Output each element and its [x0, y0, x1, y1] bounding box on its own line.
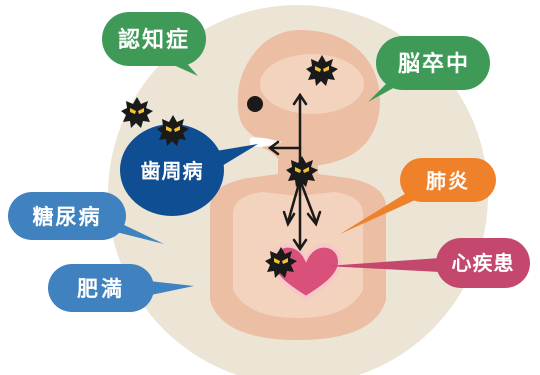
eye — [247, 96, 263, 112]
label-diabetes: 糖尿病 — [33, 205, 102, 229]
bubble-obesity: 肥満 — [48, 264, 194, 312]
label-heart-disease: 心疾患 — [452, 251, 515, 275]
arrow-icon — [267, 92, 322, 252]
label-dementia: 認知症 — [118, 27, 190, 53]
bubble-diabetes: 糖尿病 — [8, 192, 164, 244]
label-pneumonia: 肺炎 — [426, 169, 470, 193]
bubble-stroke: 脳卒中 — [368, 36, 490, 102]
label-stroke: 脳卒中 — [398, 51, 470, 77]
bubble-heart-disease: 心疾患 — [326, 238, 530, 288]
label-obesity: 肥満 — [77, 277, 125, 301]
bubble-pneumonia: 肺炎 — [340, 158, 496, 234]
bubble-periodontal: 歯周病 — [120, 124, 258, 216]
bubble-dementia: 認知症 — [102, 12, 206, 76]
label-periodontal: 歯周病 — [141, 159, 204, 183]
